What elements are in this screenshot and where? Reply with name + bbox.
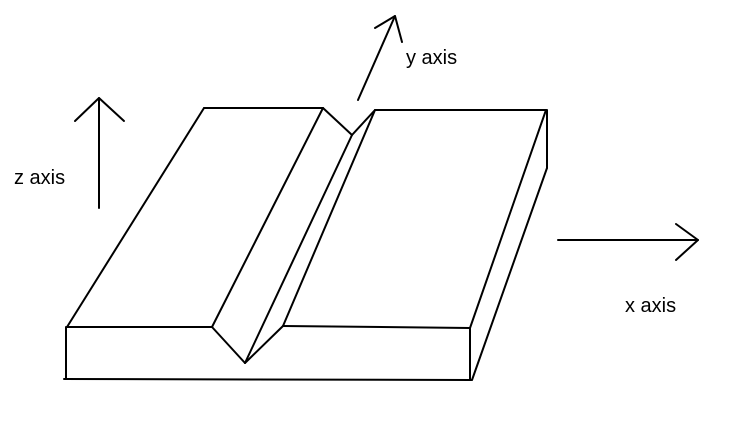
x-axis-label: x axis <box>625 295 676 317</box>
y-axis-arrow <box>357 15 403 101</box>
y-axis-label: y axis <box>406 47 457 69</box>
z-axis-arrow <box>74 97 125 209</box>
z-axis-label: z axis <box>14 167 65 189</box>
plate-body <box>63 107 548 381</box>
x-axis-arrow <box>557 223 699 261</box>
